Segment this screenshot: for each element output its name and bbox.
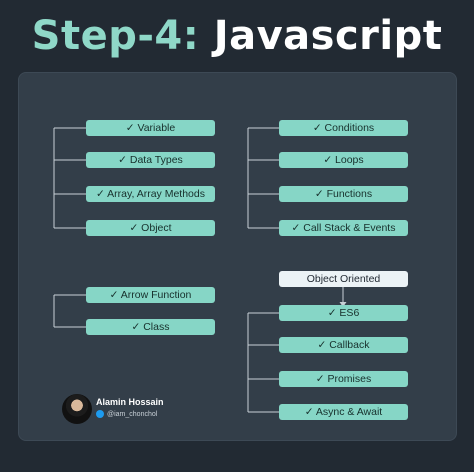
topic-conditions[interactable]: ✓ Conditions <box>279 120 408 136</box>
title-step: Step-4: <box>31 13 200 59</box>
topic-async-await[interactable]: ✓ Async & Await <box>279 404 408 420</box>
topic-class[interactable]: ✓ Class <box>86 319 215 335</box>
author-handle: @iam_chonchol <box>107 410 158 418</box>
twitter-icon <box>96 410 104 418</box>
author-handle-row: @iam_chonchol <box>96 410 157 418</box>
avatar <box>62 394 92 424</box>
topic-array-methods[interactable]: ✓ Array, Array Methods <box>86 186 215 202</box>
page-title: Step-4: Javascript <box>0 10 474 62</box>
topic-functions[interactable]: ✓ Functions <box>279 186 408 202</box>
topic-call-stack-events[interactable]: ✓ Call Stack & Events <box>279 220 408 236</box>
topic-data-types[interactable]: ✓ Data Types <box>86 152 215 168</box>
title-topic: Javascript <box>213 13 443 59</box>
author-name: Alamin Hossain <box>96 397 164 407</box>
topic-arrow-function[interactable]: ✓ Arrow Function <box>86 287 215 303</box>
author-block: Alamin Hossain @iam_chonchol <box>62 394 262 426</box>
topic-variable[interactable]: ✓ Variable <box>86 120 215 136</box>
topic-callback[interactable]: ✓ Callback <box>279 337 408 353</box>
topic-promises[interactable]: ✓ Promises <box>279 371 408 387</box>
topic-object[interactable]: ✓ Object <box>86 220 215 236</box>
topic-object-oriented[interactable]: Object Oriented <box>279 271 408 287</box>
topic-loops[interactable]: ✓ Loops <box>279 152 408 168</box>
topic-es6[interactable]: ✓ ES6 <box>279 305 408 321</box>
